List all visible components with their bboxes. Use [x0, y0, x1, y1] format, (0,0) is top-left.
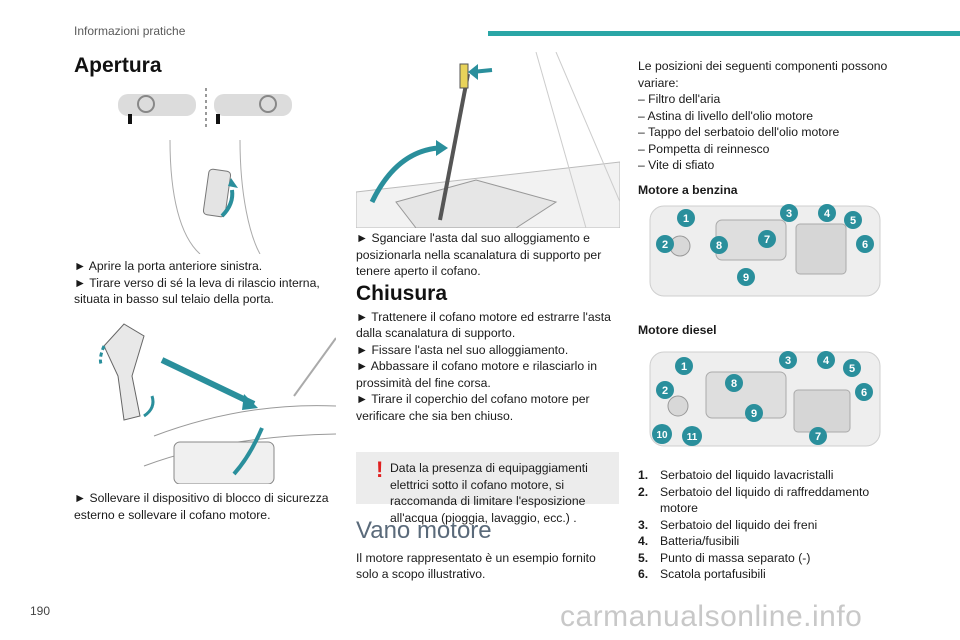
badge-label: 4 — [823, 355, 830, 367]
badge-label: 4 — [824, 208, 831, 220]
column-1: Apertura — [74, 54, 336, 77]
variant-item: – Tappo del serbatoio dell'olio motore — [638, 125, 840, 139]
badge-label: 10 — [656, 430, 668, 441]
step-open-door: ► Aprire la porta anteriore sinistra. — [74, 259, 263, 273]
step-unhook-rod: ► Sganciare l'asta dal suo alloggiamento… — [356, 231, 602, 278]
badge-label: 2 — [662, 385, 668, 397]
legend-item: 1.Serbatoio del liquido lavacristalli — [638, 468, 834, 482]
legend-item: 3.Serbatoio del liquido dei freni — [638, 517, 818, 532]
step-hold-hood: ► Trattenere il cofano motore ed estrarr… — [356, 309, 611, 341]
variants-intro: Le posizioni dei seguenti componenti pos… — [638, 59, 888, 90]
variant-item: – Filtro dell'aria — [638, 92, 721, 106]
step-check-closed: ► Tirare il coperchio del cofano motore … — [356, 392, 590, 423]
page-number: 190 — [30, 604, 51, 618]
legend-item: 2.Serbatoio del liquido di raffreddament… — [638, 484, 870, 516]
figure-diesel-engine: 1 2 3 4 5 6 7 8 9 10 11 — [649, 351, 881, 447]
watermark: carmanualsonline.info — [560, 600, 863, 633]
badge-label: 3 — [786, 208, 792, 220]
variant-item: – Pompetta di reinnesco — [638, 141, 770, 156]
engine-note: Il motore rappresentato è un esempio for… — [356, 550, 596, 582]
figure-petrol-engine: 1 2 3 4 5 6 7 8 9 — [649, 204, 881, 297]
variant-item: – Astina di livello dell'olio motore — [638, 108, 814, 123]
badge-label: 3 — [785, 355, 791, 367]
step-pull-lever: ► Tirare verso di sé la leva di rilascio… — [74, 275, 320, 307]
badge-label: 5 — [850, 215, 856, 227]
badge-label: 6 — [861, 387, 867, 399]
badge-label: 8 — [716, 240, 722, 252]
figure-hood-catch — [98, 323, 336, 484]
badge-label: 8 — [731, 378, 737, 390]
badge-label: 5 — [849, 363, 855, 375]
step-secure-rod: ► Fissare l'asta nel suo alloggiamento. — [356, 342, 569, 357]
petrol-engine-title: Motore a benzina — [638, 182, 738, 197]
legend-item: 5.Punto di massa separato (-) — [638, 550, 811, 565]
figure-door-lever — [118, 88, 292, 254]
section-header: Informazioni pratiche — [74, 24, 186, 38]
legend-item: 6.Scatola portafusibili — [638, 567, 766, 581]
warning-box: ! Data la presenza di equipaggiamenti el… — [356, 452, 619, 525]
step-lift-hood: ► Sollevare il dispositivo di blocco di … — [74, 491, 329, 522]
badge-label: 2 — [662, 239, 668, 251]
variant-item: – Vite di sfiato — [638, 158, 715, 172]
badge-label: 7 — [815, 431, 821, 443]
step-lower-hood: ► Abbassare il cofano motore e rilasciar… — [356, 359, 598, 390]
diesel-badges: 1 2 3 4 5 6 7 8 9 10 11 — [652, 351, 873, 446]
opening-title: Apertura — [74, 54, 162, 77]
badge-label: 9 — [743, 272, 749, 284]
warning-icon: ! — [376, 457, 384, 482]
badge-label: 9 — [751, 408, 757, 420]
engine-bay-title: Vano motore — [356, 517, 492, 544]
badge-label: 11 — [687, 432, 698, 443]
component-legend: 1.Serbatoio del liquido lavacristalli 2.… — [638, 467, 900, 583]
diesel-engine-title: Motore diesel — [638, 323, 717, 337]
badge-label: 1 — [683, 213, 689, 225]
closing-title: Chiusura — [356, 282, 448, 305]
badge-label: 1 — [681, 361, 687, 373]
legend-item: 4.Batteria/fusibili — [638, 534, 740, 548]
warning-text: Data la presenza di equipaggiamenti elet… — [390, 461, 588, 525]
petrol-badges: 1 2 3 4 5 6 7 8 9 — [656, 204, 874, 286]
figure-hood-prop-rod — [356, 52, 620, 228]
badge-label: 6 — [862, 239, 868, 251]
badge-label: 7 — [764, 234, 770, 246]
header-accent-bar — [488, 31, 960, 36]
